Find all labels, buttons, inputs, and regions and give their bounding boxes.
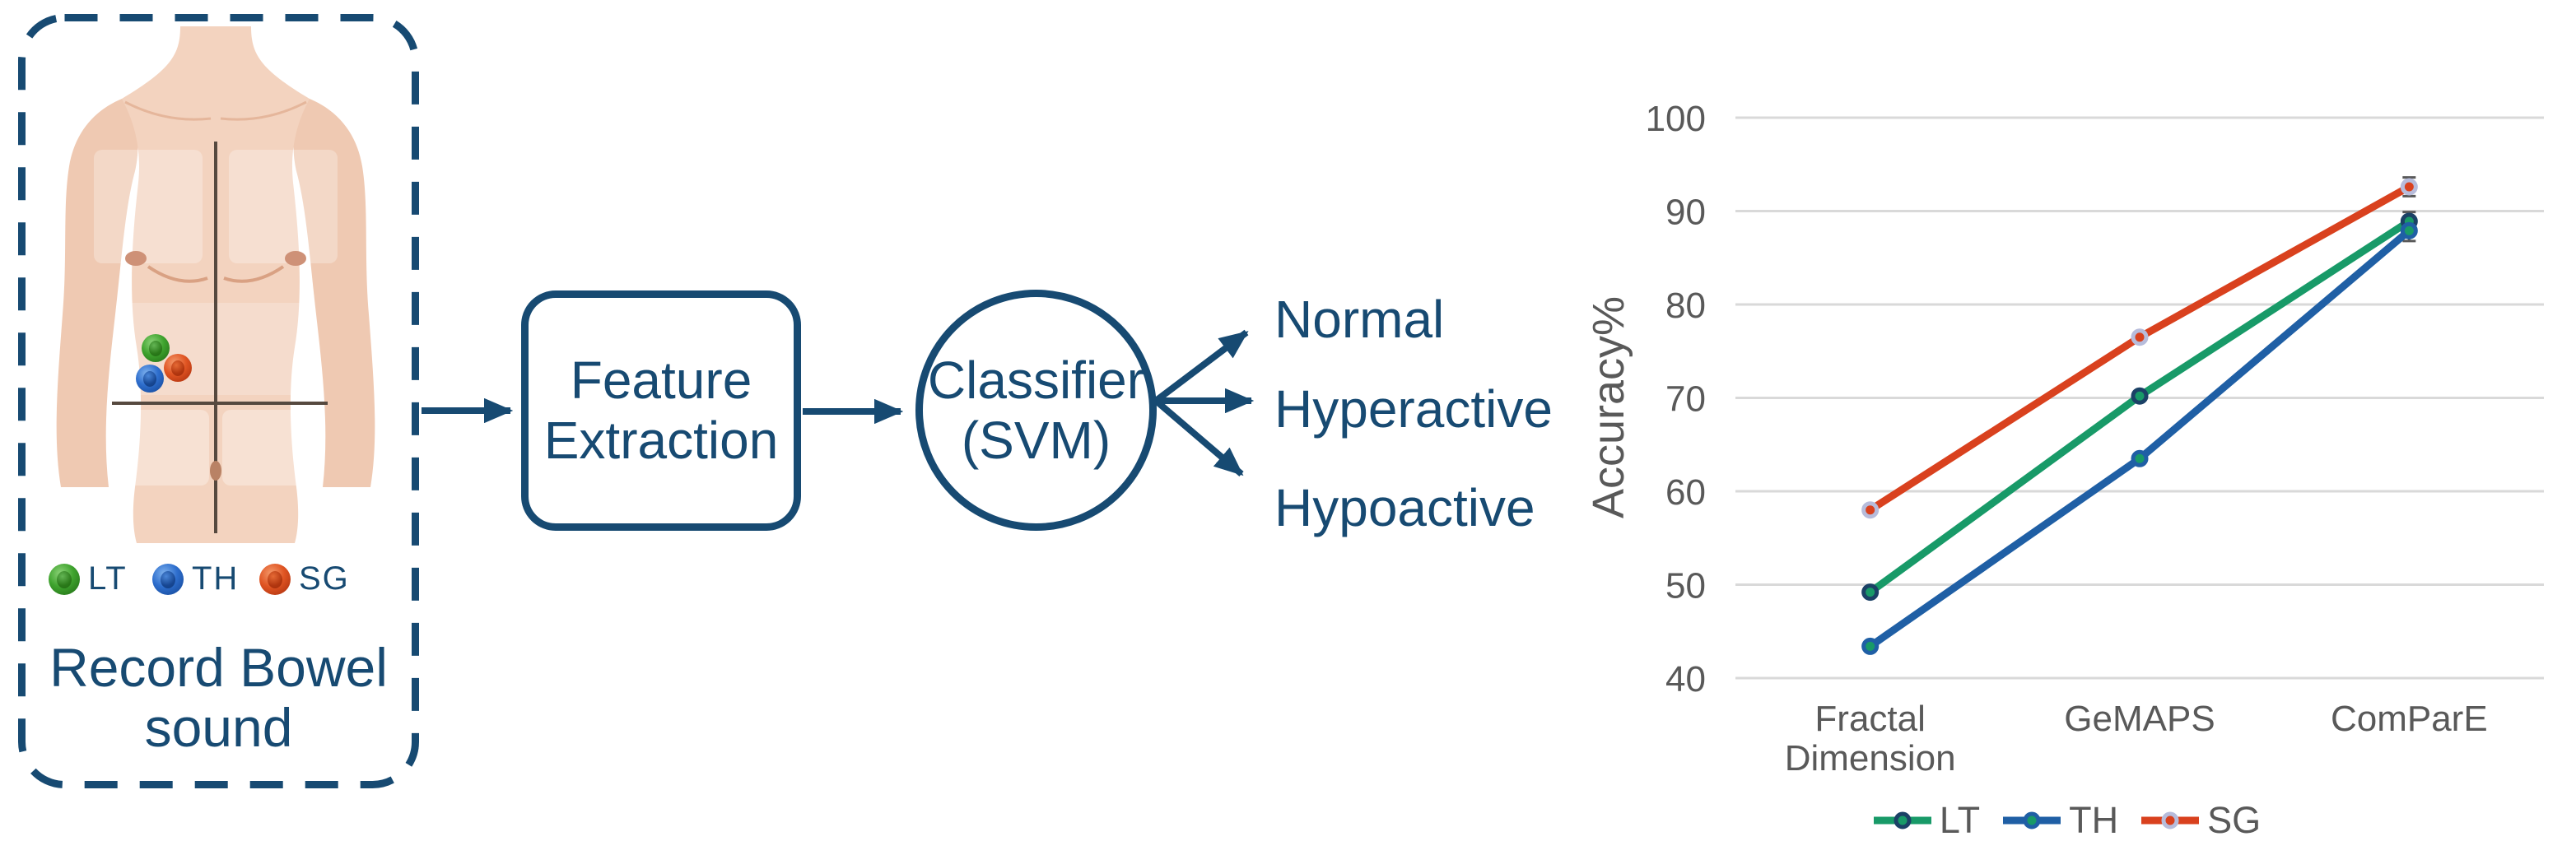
panel-caption-line2: sound xyxy=(144,697,293,758)
feature-extraction-box: Feature Extraction xyxy=(521,290,801,531)
torso-illustration xyxy=(56,26,375,543)
legend-swatch-SG xyxy=(2141,811,2200,829)
series-line-TH xyxy=(1866,226,2413,650)
legend-label-TH: TH xyxy=(2069,799,2119,841)
legend-item-SG: SG xyxy=(2140,799,2261,842)
x-label-0-line0: Fractal xyxy=(1814,699,1925,739)
marker-SG-1 xyxy=(2131,328,2149,346)
y-tick-40: 40 xyxy=(1665,659,1706,699)
marker-LT-2 xyxy=(2400,212,2418,230)
sensor-legend-label: TH xyxy=(192,560,240,597)
y-tick-90: 90 xyxy=(1665,193,1706,233)
marker-TH-1 xyxy=(2131,449,2149,467)
y-tick-100: 100 xyxy=(1646,99,1706,139)
sensor-legend-label: SG xyxy=(299,560,350,597)
y-tick-60: 60 xyxy=(1665,472,1706,513)
lt-dot-icon xyxy=(49,563,80,595)
panel-caption: Record Bowel sound xyxy=(18,638,419,758)
left-nipple xyxy=(125,251,147,266)
marker-TH-2 xyxy=(2400,221,2418,239)
x-label-1-line0: GeMAPS xyxy=(2064,699,2215,739)
sensor-legend-item-sg: SG xyxy=(259,560,350,597)
sg-dot-icon xyxy=(259,563,291,595)
marker-LT-1 xyxy=(2131,387,2149,405)
sensor-legend-item-th: TH xyxy=(152,560,239,597)
sensor-legend-label: LT xyxy=(88,560,128,597)
classifier-line2: (SVM) xyxy=(961,410,1111,470)
marker-SG-2 xyxy=(2400,178,2418,196)
sensor-dot-sg xyxy=(164,354,192,382)
x-label-2-line0: ComParE xyxy=(2331,699,2488,739)
x-label-0-line1: Dimension xyxy=(1785,738,1956,778)
feature-box-line2: Extraction xyxy=(543,411,779,470)
panel-caption-line1: Record Bowel xyxy=(49,637,388,698)
sensor-dot-th xyxy=(136,365,164,393)
marker-TH-0 xyxy=(1861,637,1880,655)
arrow-to-hypoactive xyxy=(1153,397,1244,477)
legend-swatch-TH xyxy=(2003,811,2061,829)
output-label-hyperactive: Hyperactive xyxy=(1274,379,1553,439)
sensor-dot-lt xyxy=(142,334,170,362)
navel xyxy=(210,461,221,481)
sensor-legend-item-lt: LT xyxy=(49,560,128,597)
legend-label-LT: LT xyxy=(1939,799,1981,841)
classifier-circle: Classifier (SVM) xyxy=(915,290,1157,531)
output-label-normal: Normal xyxy=(1274,290,1445,349)
record-panel: LT TH SG Record Bowel sound xyxy=(18,14,419,788)
y-tick-80: 80 xyxy=(1665,286,1706,326)
feature-box-line1: Feature xyxy=(570,351,752,410)
legend-item-LT: LT xyxy=(1872,799,1980,842)
y-tick-50: 50 xyxy=(1665,566,1706,606)
y-axis-title: Accuracy% xyxy=(1584,296,1633,518)
output-label-hypoactive: Hypoactive xyxy=(1274,478,1535,537)
legend-swatch-LT xyxy=(1873,811,1931,829)
right-nipple xyxy=(285,251,306,266)
series-line-LT xyxy=(1866,217,2413,597)
arrow-to-normal xyxy=(1153,329,1249,404)
chart-legend: LT TH SG xyxy=(1696,792,2437,849)
marker-SG-0 xyxy=(1861,501,1880,519)
y-tick-70: 70 xyxy=(1665,379,1706,420)
legend-label-SG: SG xyxy=(2207,799,2262,841)
torso-left-arm xyxy=(56,99,138,487)
classifier-line1: Classifier xyxy=(927,350,1145,410)
torso-right-arm xyxy=(293,99,375,487)
legend-item-TH: TH xyxy=(2001,799,2118,842)
th-dot-icon xyxy=(152,563,184,595)
marker-LT-0 xyxy=(1861,583,1880,602)
series-line-SG xyxy=(1866,183,2413,514)
